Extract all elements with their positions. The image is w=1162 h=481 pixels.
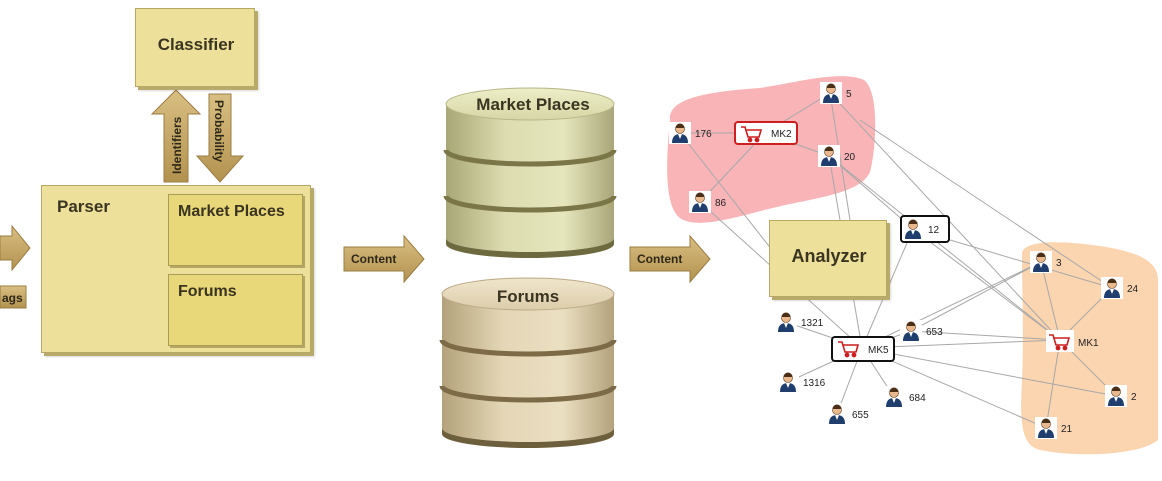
user-label: 5 [846, 89, 852, 100]
red-cluster-region [667, 76, 876, 223]
user-icon [826, 403, 848, 425]
user-label: 12 [928, 225, 940, 236]
parser-label: Parser [57, 197, 110, 216]
content-arrow-right: Content [629, 234, 711, 284]
cart-icon [741, 126, 763, 143]
user-node-2: 2 [1105, 385, 1137, 407]
user-node-86: 86 [689, 191, 727, 213]
content-arrow-right-label: Content [637, 252, 682, 266]
mk1-label: MK1 [1078, 338, 1099, 349]
user-icon [1105, 385, 1127, 407]
user-icon [1035, 417, 1057, 439]
mk5-label: MK5 [868, 345, 889, 356]
user-icon [900, 320, 922, 342]
user-node-3: 3 [1030, 251, 1062, 273]
user-node-176: 176 [669, 122, 712, 144]
user-icon [1030, 251, 1052, 273]
cart-icon [838, 341, 860, 358]
tags-arrow-label: ags [2, 291, 23, 305]
analyzer-label: Analyzer [791, 246, 867, 266]
analyzer-box: Analyzer [769, 220, 887, 297]
user-icon [669, 122, 691, 144]
user-node-1321: 1321 [775, 311, 824, 333]
user-icon [818, 145, 840, 167]
user-label: 86 [715, 198, 727, 209]
parser-forums-box: Forums [168, 274, 303, 346]
user-node-655: 655 [826, 403, 869, 425]
market-places-database: Market Places [443, 87, 617, 258]
user-icon [1101, 277, 1123, 299]
user-icon [820, 82, 842, 104]
user-node-12: 12 [902, 218, 940, 240]
user-node-5: 5 [820, 82, 852, 104]
user-label: 3 [1056, 258, 1062, 269]
content-arrow-left: Content [343, 234, 425, 284]
user-node-653: 653 [900, 320, 943, 342]
user-icon [689, 191, 711, 213]
market-node-mk5: MK5 [831, 336, 895, 362]
market-node-mk1: MK1 [1046, 330, 1099, 352]
user-label: 655 [852, 410, 869, 421]
classifier-box: Classifier [135, 8, 255, 87]
probability-arrow: Probability [195, 93, 245, 183]
user-icon [775, 311, 797, 333]
parser-market-places-box: Market Places [168, 194, 303, 266]
user-label: 21 [1061, 424, 1073, 435]
parser-market-places-label: Market Places [178, 203, 285, 220]
identifiers-label: Identifiers [170, 116, 184, 174]
parser-forums-label: Forums [178, 283, 237, 300]
user-nodes: 5 176 20 86 12 3 24 1321 653 1316 684 655 2 21 [669, 82, 1139, 439]
classifier-label: Classifier [157, 35, 235, 54]
user-label: 2 [1131, 392, 1137, 403]
left-incoming-arrow [0, 224, 31, 272]
mk2-label: MK2 [771, 129, 792, 140]
tags-arrow: ags [0, 285, 27, 309]
user-node-20: 20 [818, 145, 856, 167]
market-node-mk2: MK2 [734, 121, 798, 145]
network-edges [679, 92, 1117, 429]
user-node-24: 24 [1101, 277, 1139, 299]
user-node-684: 684 [883, 386, 926, 408]
user-label: 24 [1127, 284, 1139, 295]
user-icon [883, 386, 905, 408]
forums-db-label: Forums [497, 287, 559, 306]
user-label: 20 [844, 152, 856, 163]
user-icon [777, 371, 799, 393]
user-label: 1321 [801, 318, 824, 329]
user-node-21: 21 [1035, 417, 1073, 439]
user-label: 1316 [803, 378, 826, 389]
user-label: 653 [926, 327, 943, 338]
user-icon [902, 218, 924, 240]
probability-label: Probability [212, 100, 226, 162]
forums-database: Forums [439, 277, 617, 448]
content-arrow-left-label: Content [351, 252, 396, 266]
user-node-1316: 1316 [777, 371, 826, 393]
market-places-db-label: Market Places [476, 95, 589, 114]
identifiers-arrow: Identifiers [150, 89, 202, 183]
user-label: 684 [909, 393, 926, 404]
parser-box: Parser Market Places Forums [41, 185, 311, 353]
cart-icon [1049, 334, 1071, 351]
user-label: 176 [695, 129, 712, 140]
